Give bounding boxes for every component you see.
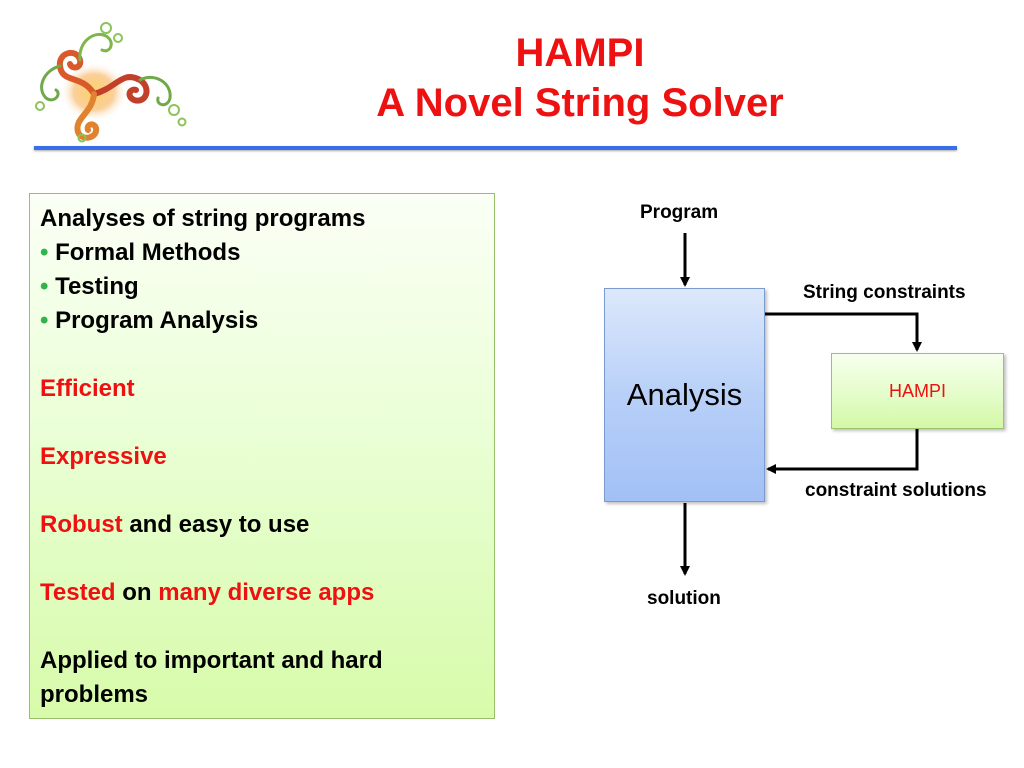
bullet-label: Testing bbox=[55, 273, 139, 300]
bullet-marker: • bbox=[40, 307, 49, 334]
tested-line: Tested on many diverse apps bbox=[40, 576, 484, 610]
solutions-arrow bbox=[766, 429, 919, 474]
bullet-label: Program Analysis bbox=[55, 307, 259, 334]
hampi-box: HAMPI bbox=[831, 353, 1004, 429]
expressive-text: Expressive bbox=[40, 443, 167, 470]
analysis-label: Analysis bbox=[626, 377, 743, 412]
feature-text-box: Analyses of string programs • Formal Met… bbox=[29, 193, 495, 719]
string-constraints-label: String constraints bbox=[803, 282, 966, 303]
constraint-solutions-label: constraint solutions bbox=[805, 480, 987, 501]
program-label: Program bbox=[640, 202, 719, 223]
title-divider bbox=[34, 146, 957, 150]
tested-on-text: on bbox=[115, 579, 159, 606]
robust-rest-text: and easy to use bbox=[122, 511, 310, 538]
bullet-label: Formal Methods bbox=[55, 239, 241, 266]
constraints-arrow bbox=[765, 312, 922, 352]
bullet-item: • Formal Methods bbox=[40, 236, 484, 270]
logo bbox=[35, 22, 187, 143]
bullet-item: • Program Analysis bbox=[40, 304, 484, 338]
bullet-marker: • bbox=[40, 239, 49, 266]
tested-text: Tested bbox=[40, 579, 116, 606]
title-line-2: A Novel String Solver bbox=[376, 81, 784, 125]
bullet-marker: • bbox=[40, 273, 49, 300]
analysis-box: Analysis bbox=[604, 288, 765, 502]
slide-title: HAMPI A Novel String Solver bbox=[330, 28, 830, 128]
text-heading: Analyses of string programs bbox=[40, 205, 366, 232]
title-line-1: HAMPI bbox=[515, 31, 645, 75]
robust-line: Robust and easy to use bbox=[40, 508, 484, 542]
robust-text: Robust bbox=[40, 511, 123, 538]
applied-line-2: problems bbox=[40, 681, 149, 708]
applied-line-1: Applied to important and hard bbox=[40, 647, 383, 674]
bullet-item: • Testing bbox=[40, 270, 484, 304]
efficient-text: Efficient bbox=[40, 375, 135, 402]
many-apps-text: many diverse apps bbox=[158, 579, 375, 606]
solution-label: solution bbox=[647, 588, 721, 609]
hampi-label: HAMPI bbox=[888, 380, 946, 401]
